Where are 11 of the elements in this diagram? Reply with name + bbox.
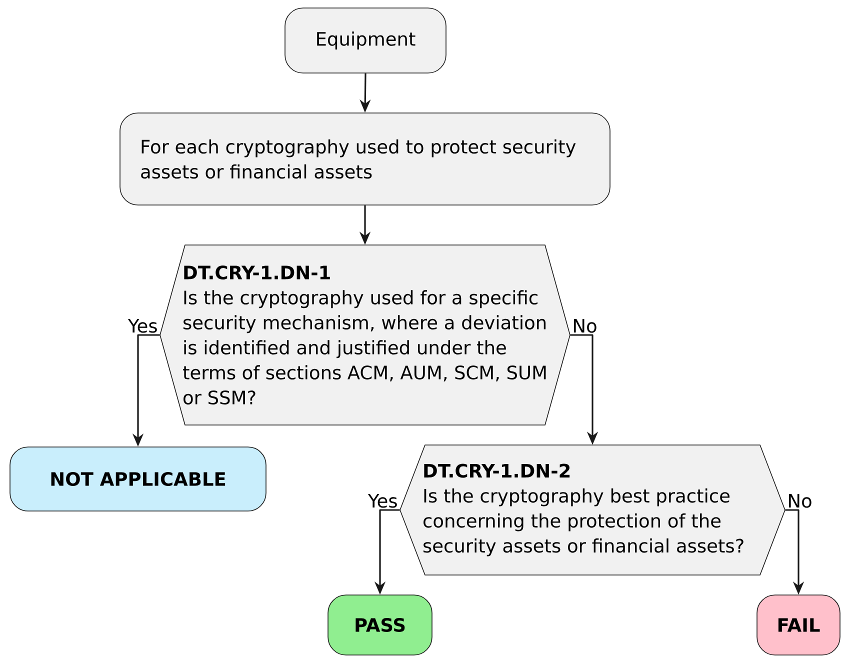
edge-label: Yes bbox=[368, 494, 397, 508]
process-box: For each cryptography used to protect security assets or financial assets bbox=[120, 112, 610, 206]
edge-label: Yes bbox=[128, 319, 157, 333]
edge-label: No bbox=[574, 319, 596, 333]
end-box: NOT APPLICABLE bbox=[10, 446, 266, 512]
end-box: FAIL bbox=[756, 594, 840, 656]
edge-label: No bbox=[789, 494, 812, 508]
decision-hexagon: DT.CRY-1.DN-2 Is the cryptography best practice concerning the protection of the security assets or financial assets? bbox=[400, 444, 786, 576]
decision-hexagon: DT.CRY-1.DN-1 Is the cryptography used for a specific security mechanism, where a deviation is identified and justified under the terms of sections ACM, AUM, SCM, SUM or SSM? bbox=[160, 244, 570, 426]
end-box: PASS bbox=[328, 594, 432, 656]
start-box: Equipment bbox=[284, 8, 446, 74]
